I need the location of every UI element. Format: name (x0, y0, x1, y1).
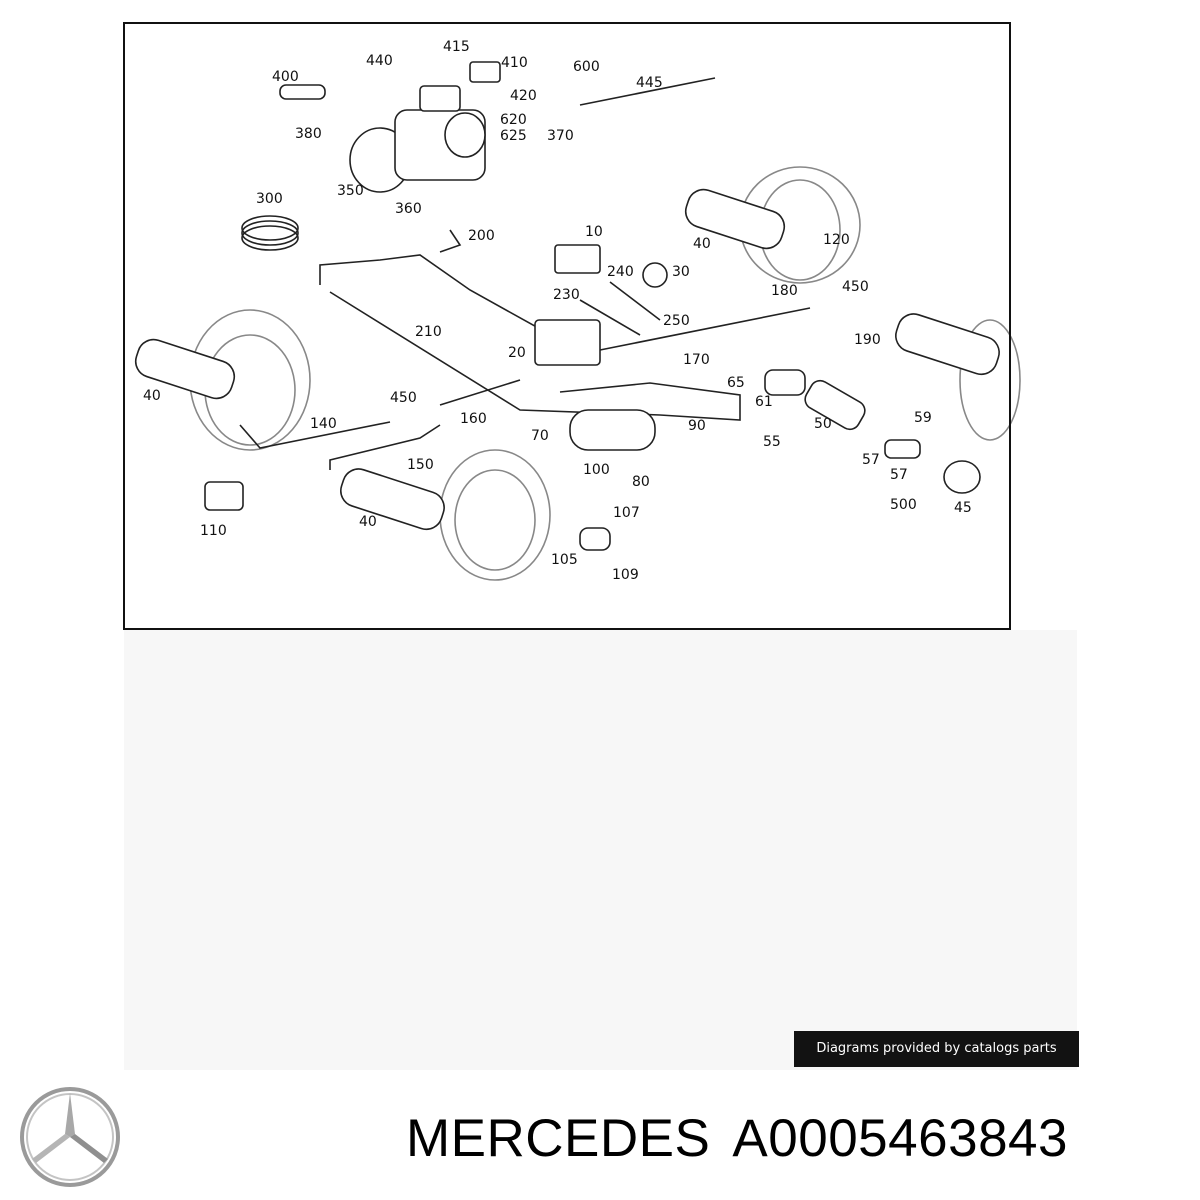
callout-label: 380 (295, 126, 322, 142)
callout-label: 360 (395, 201, 422, 217)
callout-labels: 415 440 410 400 420 600 445 620 625 370 … (143, 39, 972, 583)
callout-label: 620 (500, 112, 527, 128)
air-line-drawing (239, 229, 811, 470)
callout-label: 107 (613, 505, 640, 521)
brand-name: MERCEDES (406, 1109, 711, 1168)
callout-label: 370 (547, 128, 574, 144)
callout-label: 120 (823, 232, 850, 248)
callout-label: 55 (763, 434, 781, 450)
parts-diagram: 415 440 410 400 420 600 445 620 625 370 … (134, 39, 1021, 583)
callout-label: 10 (585, 224, 603, 240)
callout-label: 57 (890, 467, 908, 483)
callout-label: 80 (632, 474, 650, 490)
callout-label: 57 (862, 452, 880, 468)
callout-label: 110 (200, 523, 227, 539)
callout-label: 250 (663, 313, 690, 329)
callout-label: 45 (954, 500, 972, 516)
compressor-drawing (349, 85, 486, 193)
callout-label: 445 (636, 75, 663, 91)
air-spring-drawing (134, 188, 1000, 531)
callout-label: 90 (688, 418, 706, 434)
callout-label: 61 (755, 394, 773, 410)
callout-label: 180 (771, 283, 798, 299)
callout-label: 105 (551, 552, 578, 568)
pipe-coil-drawing (241, 215, 299, 251)
callout-label: 625 (500, 128, 527, 144)
callout-label: 420 (510, 88, 537, 104)
credit-banner: Diagrams provided by catalogs parts (794, 1031, 1079, 1067)
callout-label: 160 (460, 411, 487, 427)
callout-label: 350 (337, 183, 364, 199)
callout-label: 59 (914, 410, 932, 426)
callout-label: 65 (727, 375, 745, 391)
callout-label: 410 (501, 55, 528, 71)
callout-label: 240 (607, 264, 634, 280)
callout-label: 50 (814, 416, 832, 432)
callout-label: 450 (390, 390, 417, 406)
callout-label: 150 (407, 457, 434, 473)
callout-label: 400 (272, 69, 299, 85)
callout-label: 40 (693, 236, 711, 252)
callout-label: 100 (583, 462, 610, 478)
callout-label: 200 (468, 228, 495, 244)
callout-label: 210 (415, 324, 442, 340)
callout-label: 440 (366, 53, 393, 69)
wheel-drawing (189, 166, 1021, 581)
callout-label: 600 (573, 59, 600, 75)
callout-label: 450 (842, 279, 869, 295)
background-panel (124, 630, 1077, 1070)
callout-label: 40 (143, 388, 161, 404)
callout-label: 170 (683, 352, 710, 368)
part-number: A0005463843 (732, 1109, 1069, 1168)
callout-label: 70 (531, 428, 549, 444)
callout-label: 40 (359, 514, 377, 530)
callout-label: 20 (508, 345, 526, 361)
callout-label: 415 (443, 39, 470, 55)
callout-label: 140 (310, 416, 337, 432)
callout-label: 30 (672, 264, 690, 280)
mercedes-star-icon (20, 1087, 120, 1187)
callout-label: 109 (612, 567, 639, 583)
callout-label: 500 (890, 497, 917, 513)
callout-label: 190 (854, 332, 881, 348)
small-parts-drawing (204, 61, 981, 551)
callout-label: 230 (553, 287, 580, 303)
valve-block-drawing (534, 244, 668, 451)
product-title: MERCEDES A0005463843 (406, 1108, 1068, 1169)
callout-label: 300 (256, 191, 283, 207)
